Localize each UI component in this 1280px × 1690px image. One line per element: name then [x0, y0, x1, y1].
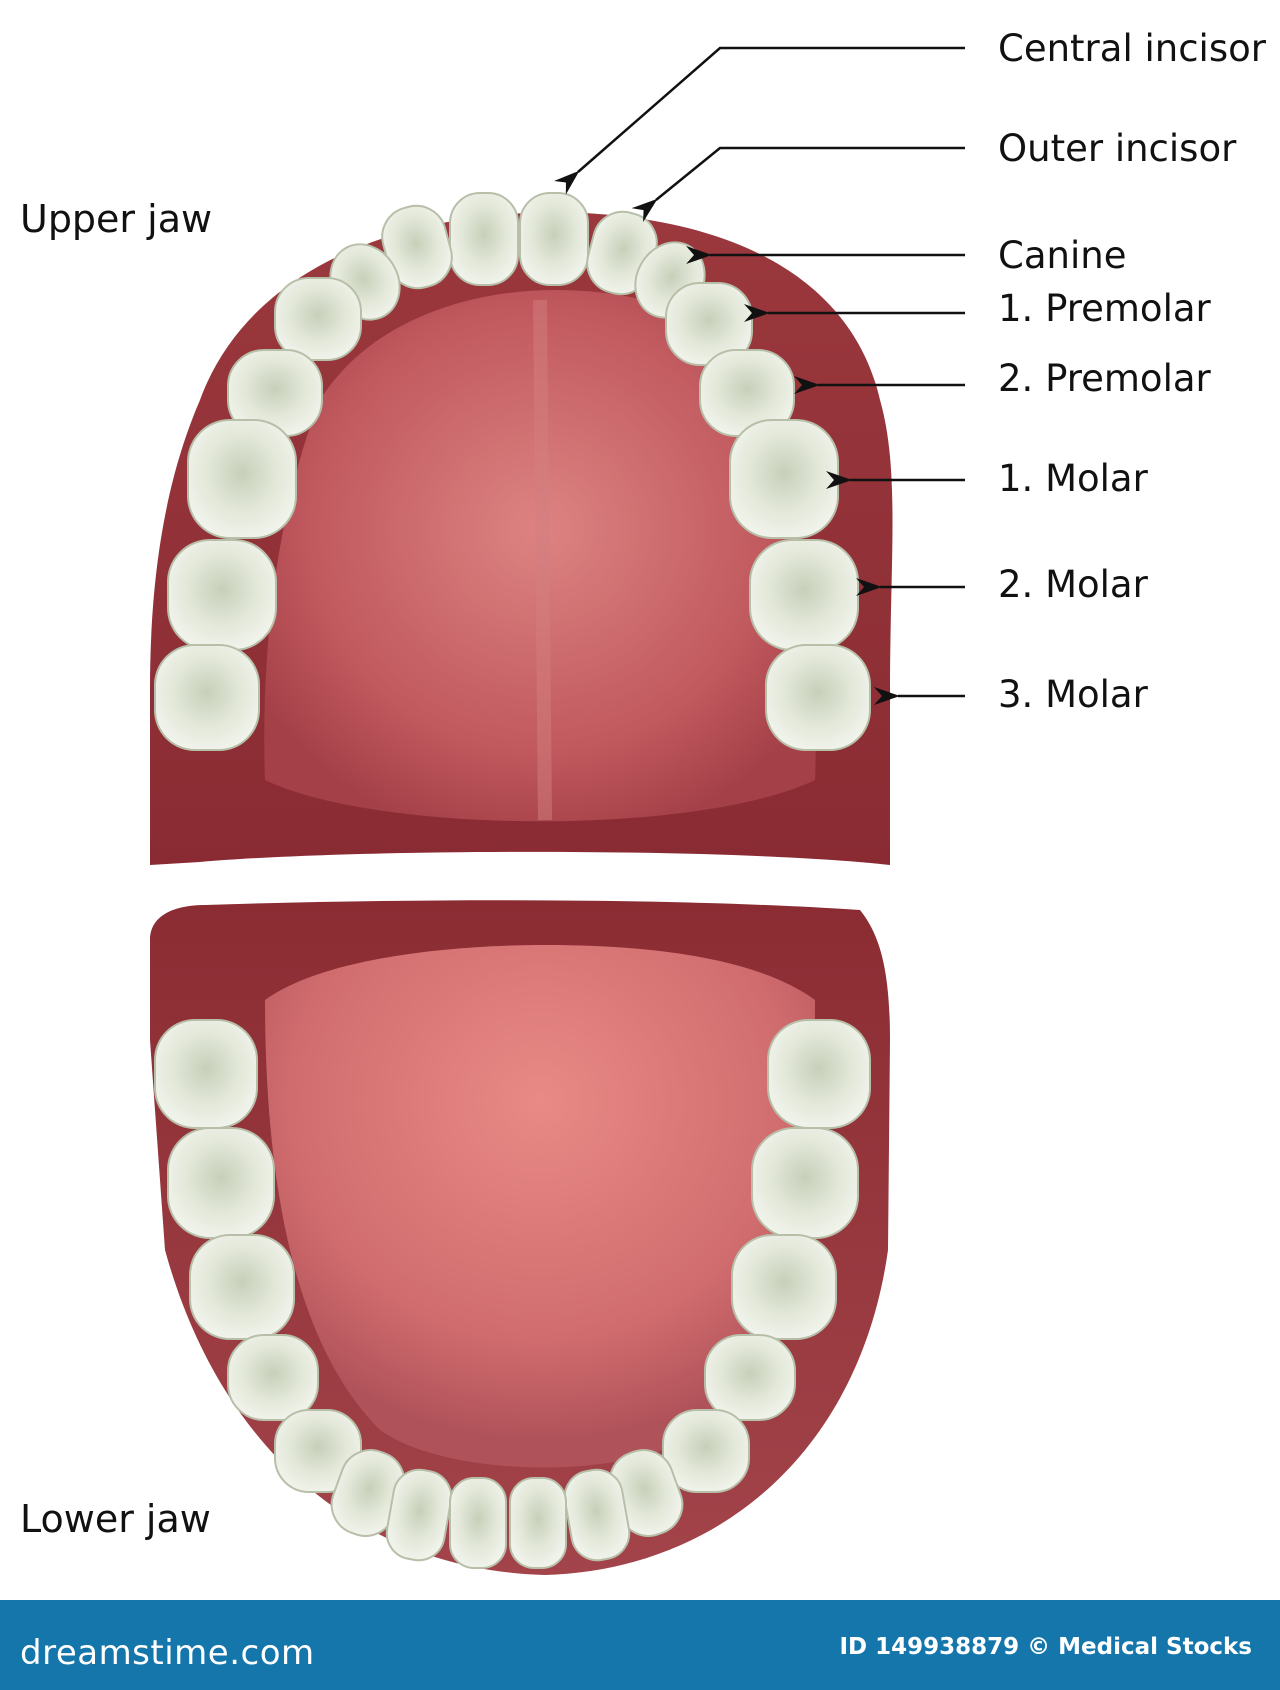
brand-watermark: dreamstime.com [20, 1633, 315, 1673]
palate-raphe [533, 299, 552, 821]
pointer-lines [554, 46, 965, 705]
pointer-outer-incisor [631, 146, 965, 223]
upper-central-incisor-right [519, 192, 589, 286]
lower-outer-incisor-right [563, 1468, 631, 1562]
upper-molar3-right [765, 644, 871, 751]
label-premolar2: 2. Premolar [998, 357, 1211, 400]
label-outer-incisor: Outer incisor [998, 127, 1237, 170]
upper-premolar1-left [274, 277, 362, 361]
upper-molar2-right [749, 539, 859, 651]
lower-outer-incisor-left [385, 1468, 453, 1562]
lower-central-incisor-left [449, 1477, 507, 1569]
lower-jaw-label: Lower jaw [20, 1497, 211, 1541]
lower-jaw [150, 900, 890, 1575]
lower-molar2-right [751, 1127, 859, 1239]
upper-molar1-left [187, 419, 297, 539]
lower-molar3-left [154, 1019, 258, 1129]
label-molar1: 1. Molar [998, 457, 1148, 500]
lower-molar2-left [167, 1127, 275, 1239]
lower-molar1-left [189, 1234, 295, 1340]
lower-central-incisor-right [509, 1477, 567, 1569]
upper-central-incisor-left [449, 192, 519, 286]
lower-molar1-right [731, 1234, 837, 1340]
lower-molar3-right [767, 1019, 871, 1129]
label-molar2: 2. Molar [998, 563, 1148, 606]
pointer-central-incisor [554, 46, 965, 195]
upper-jaw-label: Upper jaw [20, 197, 213, 241]
label-premolar1: 1. Premolar [998, 287, 1211, 330]
stock-id: ID 149938879 © Medical Stocks [839, 1634, 1252, 1660]
label-central-incisor: Central incisor [998, 27, 1266, 70]
label-molar3: 3. Molar [998, 673, 1148, 716]
upper-teeth [154, 192, 871, 751]
upper-molar3-left [154, 644, 260, 751]
tongue [265, 945, 815, 1468]
lower-premolar2-left [227, 1334, 319, 1421]
upper-molar1-right [729, 419, 839, 539]
lower-teeth [154, 1019, 871, 1569]
label-canine: Canine [998, 234, 1127, 277]
watermark-footer [0, 1600, 1280, 1690]
lower-premolar1-right [662, 1409, 750, 1493]
upper-molar2-left [167, 539, 277, 651]
lower-premolar2-right [704, 1334, 796, 1421]
